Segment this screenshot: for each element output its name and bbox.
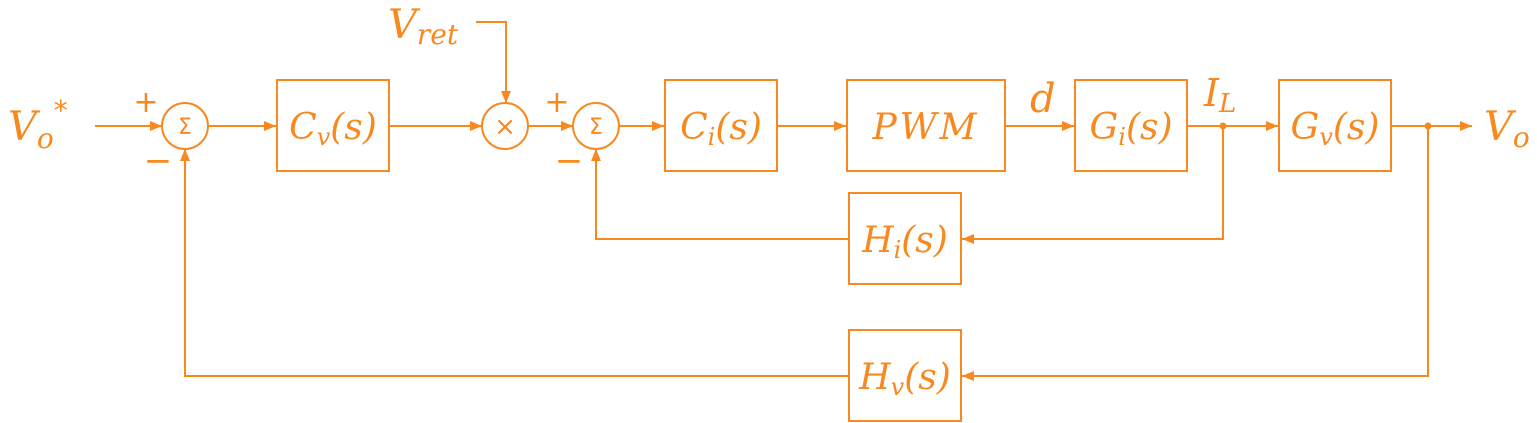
wire-vref-to-multiplier: [476, 21, 511, 103]
inner-sum-plus-sign: +: [544, 85, 569, 120]
block-pwm-label: PWM: [871, 107, 979, 148]
block-gv: Gv(s): [1278, 79, 1392, 172]
wire-hi-to-inner-sum: [591, 149, 848, 240]
block-hv: Hv(s): [848, 329, 962, 422]
outer-summing-junction: Σ + −: [133, 85, 209, 181]
block-cv-label: Cv(s): [289, 107, 377, 151]
outer-sum-symbol: Σ: [178, 115, 192, 140]
output-label-vo: Vo: [1484, 104, 1530, 154]
multiplier-junction: ×: [481, 102, 529, 150]
wire-voltage-feedback-to-hv: [962, 126, 1429, 381]
block-ci: Ci(s): [664, 79, 778, 172]
wire-current-feedback-to-hi: [962, 126, 1224, 244]
block-gv-label: Gv(s): [1291, 107, 1380, 151]
vref-label: Vret: [388, 2, 459, 51]
wire-hv-to-outer-sum: [180, 149, 848, 377]
inner-sum-symbol: Σ: [589, 115, 603, 140]
outer-sum-plus-sign: +: [133, 85, 158, 120]
inner-sum-minus-sign: −: [555, 141, 584, 181]
block-pwm: PWM: [846, 79, 1006, 172]
duty-cycle-label-d: d: [1030, 76, 1056, 122]
block-gi-label: Gi(s): [1089, 107, 1172, 151]
block-ci-label: Ci(s): [680, 107, 762, 151]
junction-voltage-dot: [1424, 122, 1432, 130]
block-gi: Gi(s): [1074, 79, 1188, 172]
block-cv: Cv(s): [276, 79, 390, 172]
input-label-vo-star: Vo*: [8, 94, 68, 155]
inductor-current-label-il: IL: [1203, 71, 1236, 119]
outer-sum-minus-sign: −: [144, 141, 173, 181]
multiplier-symbol: ×: [494, 112, 516, 142]
junction-current-dot: [1219, 122, 1227, 130]
block-hi: Hi(s): [848, 192, 962, 285]
block-hi-label: Hi(s): [861, 220, 948, 264]
inner-summing-junction: Σ + −: [544, 85, 620, 181]
block-hv-label: Hv(s): [858, 357, 951, 401]
